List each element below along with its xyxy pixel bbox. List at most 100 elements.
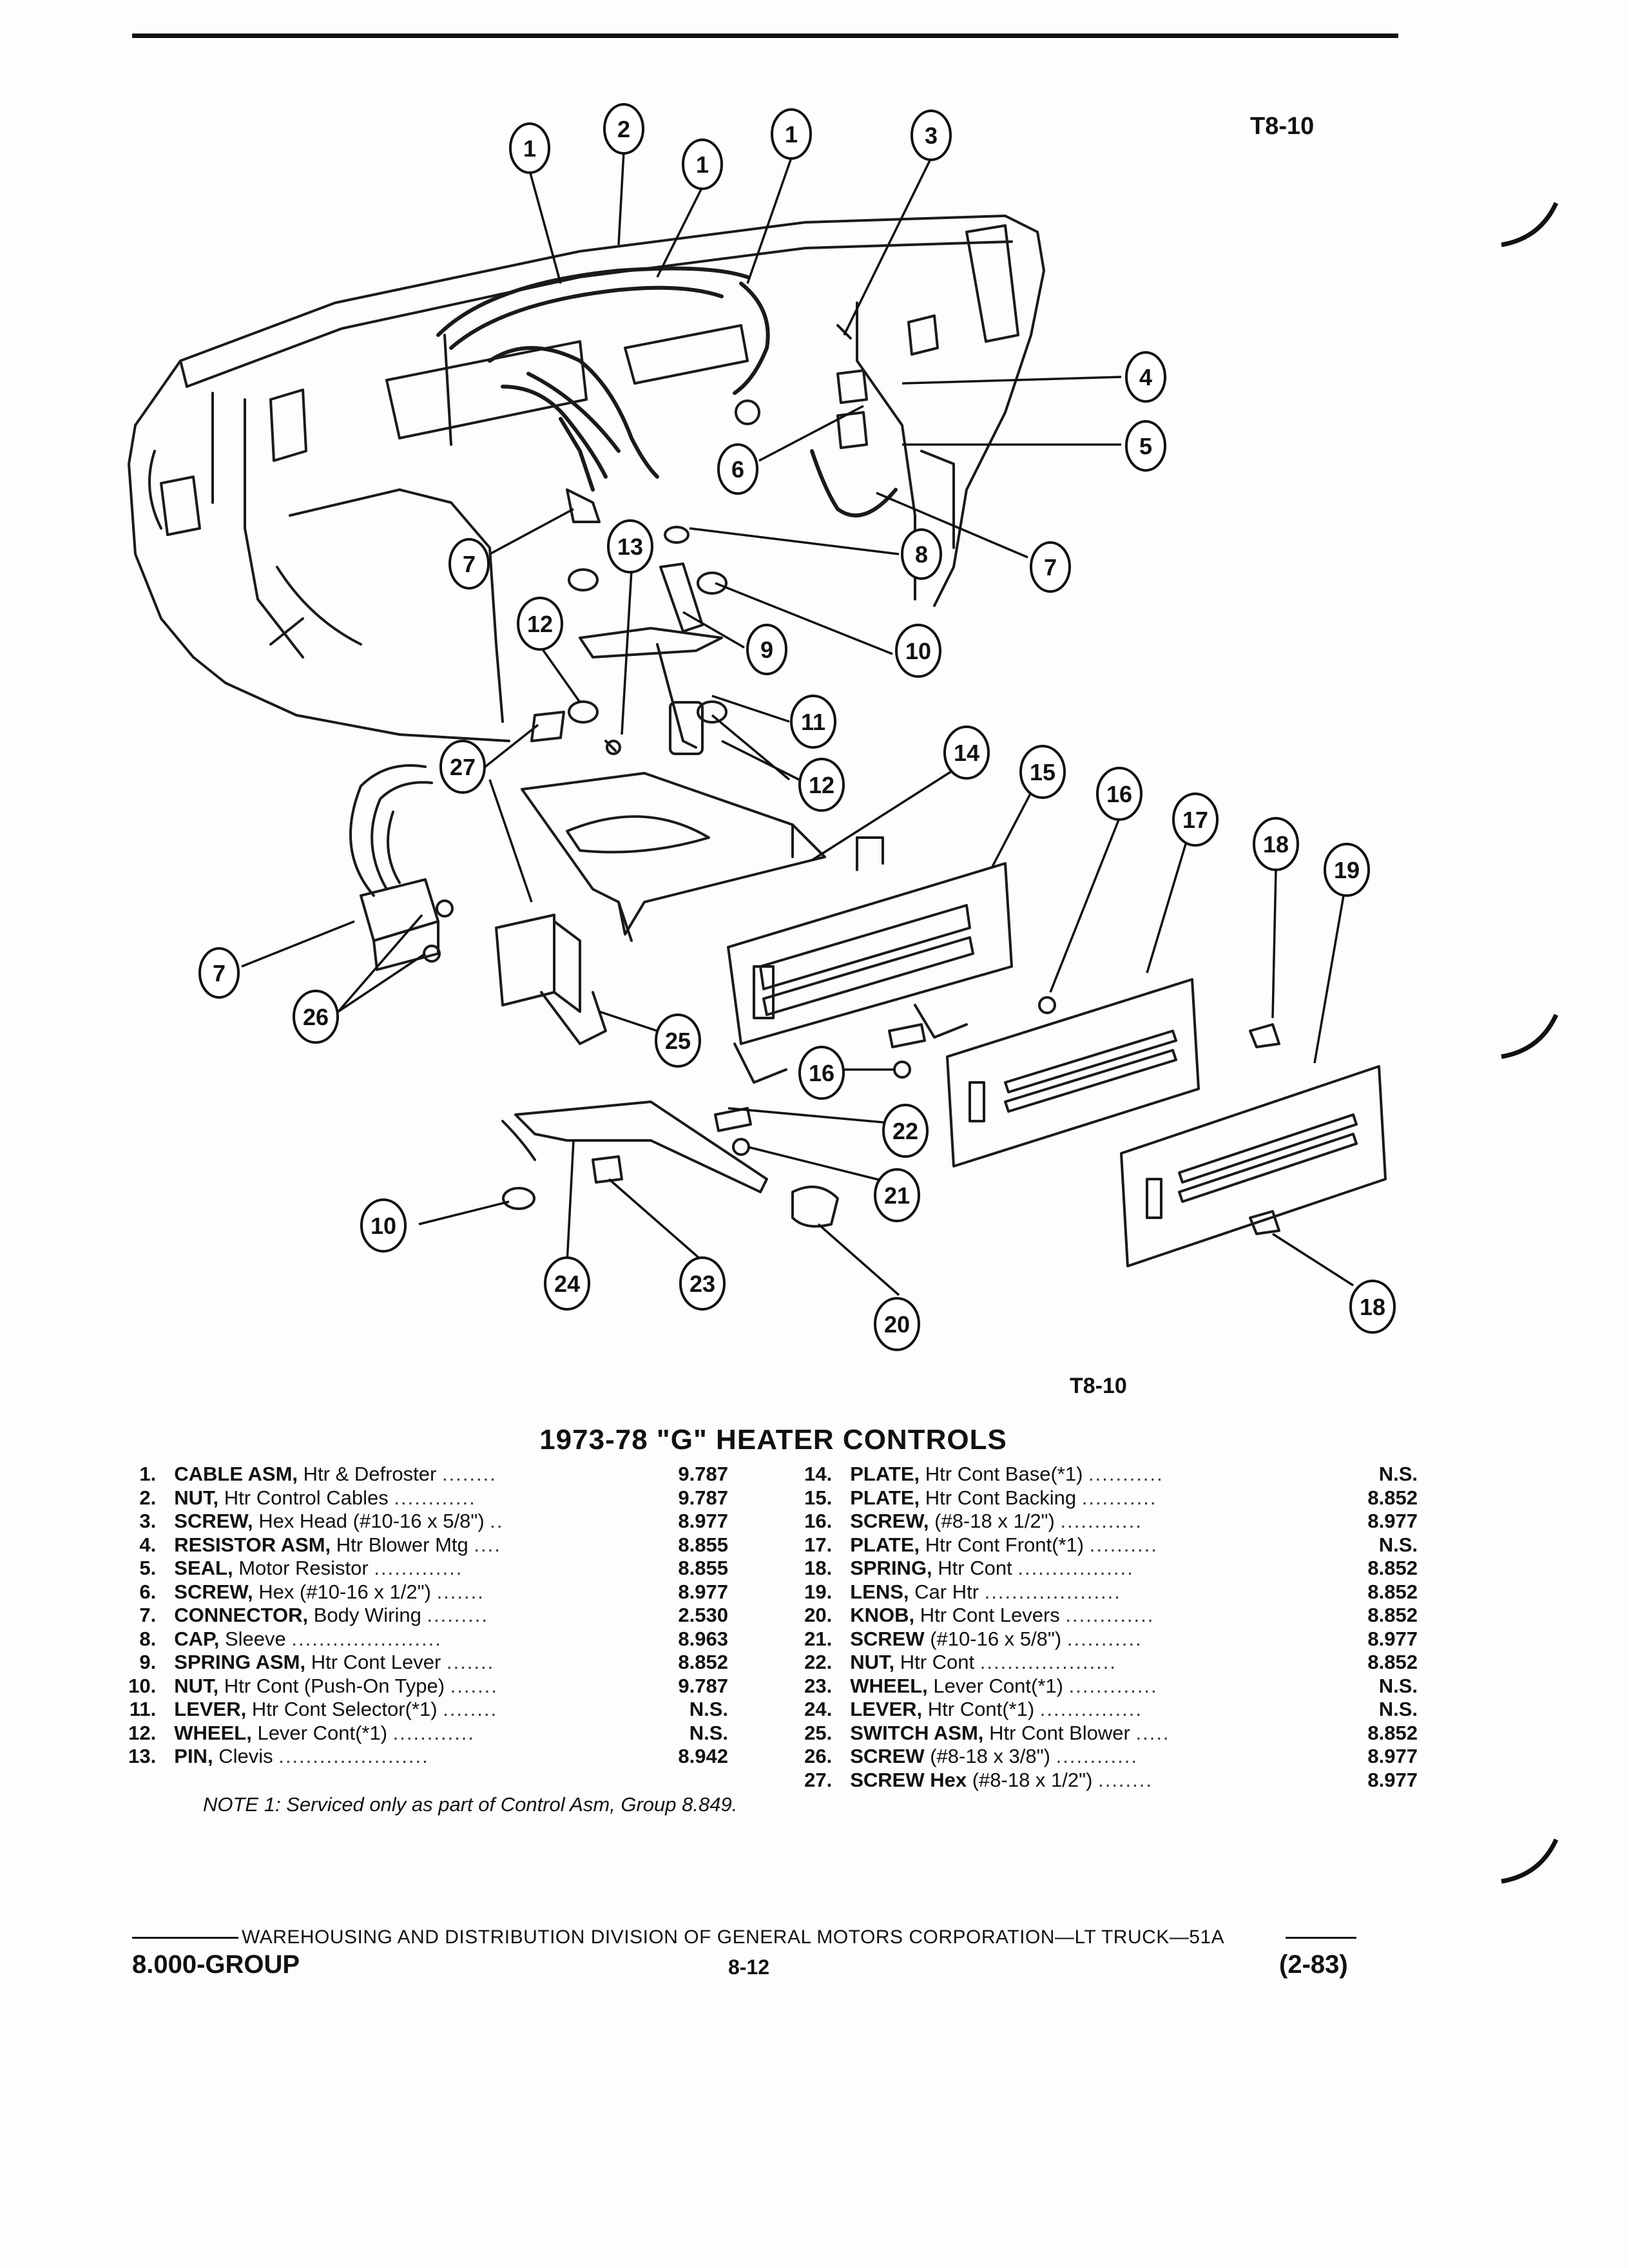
callout: 16 xyxy=(1096,767,1142,821)
group-code: 9.787 xyxy=(678,1463,728,1485)
callout: 15 xyxy=(1019,745,1066,799)
svg-text:1: 1 xyxy=(523,135,536,162)
leader-dots: ........... xyxy=(1066,1627,1142,1650)
figure-ref-top: T8-10 xyxy=(1250,113,1315,140)
callout: 4 xyxy=(1125,351,1166,403)
parts-row: 25.SWITCH ASM, Htr Cont Blower .....8.85… xyxy=(773,1722,1418,1745)
figure-ref-bottom: T8-10 xyxy=(1070,1374,1127,1398)
part-description-cell: NUT, Htr Cont (Push-On Type) ....... xyxy=(174,1675,650,1698)
part-number: 27. xyxy=(804,1768,833,1791)
part-name: NUT, xyxy=(174,1486,219,1509)
backing-plate xyxy=(727,836,1013,1084)
group-code: N.S. xyxy=(1378,1698,1418,1720)
svg-text:13: 13 xyxy=(617,533,643,560)
svg-text:12: 12 xyxy=(527,611,553,637)
callout-bubbles: 1 2 1 1 3 4 5 6 7 13 8 7 12 9 10 11 27 1… xyxy=(198,103,1396,1351)
part-description-cell: LEVER, Htr Cont(*1) ............... xyxy=(850,1698,1348,1722)
part-description-cell: NUT, Htr Cont .................... xyxy=(850,1651,1348,1675)
part-number: 7. xyxy=(139,1604,157,1626)
callout: 22 xyxy=(882,1104,929,1158)
leader-dots: ........ xyxy=(1098,1768,1153,1791)
group-code: 8.942 xyxy=(678,1745,728,1767)
callout: 1 xyxy=(509,122,550,174)
leader-dots: ............. xyxy=(1065,1604,1155,1626)
part-description: (#8-18 x 3/8") xyxy=(930,1745,1050,1767)
part-description-cell: PLATE, Htr Cont Backing ........... xyxy=(850,1486,1348,1510)
footer-rule-right xyxy=(1286,1937,1356,1939)
part-name: SEAL, xyxy=(174,1557,233,1579)
group-code: 8.852 xyxy=(1367,1721,1418,1744)
part-number: 5. xyxy=(139,1557,157,1579)
part-number: 4. xyxy=(139,1533,157,1556)
parts-row: 1.CABLE ASM, Htr & Defroster ........9.7… xyxy=(110,1463,728,1486)
part-name: PIN, xyxy=(174,1745,213,1767)
leader-dots: ....... xyxy=(450,1674,498,1697)
parts-row: 24.LEVER, Htr Cont(*1) ...............N.… xyxy=(773,1698,1418,1722)
callout: 21 xyxy=(874,1168,920,1222)
part-number: 13. xyxy=(128,1745,157,1767)
part-description-cell: KNOB, Htr Cont Levers ............. xyxy=(850,1604,1348,1628)
callout: 7 xyxy=(1030,541,1071,593)
part-number: 11. xyxy=(129,1698,157,1720)
part-description-cell: SCREW, Hex Head (#10-16 x 5/8") .. xyxy=(174,1510,650,1533)
callout: 5 xyxy=(1125,420,1166,472)
part-description: Htr Cont Base(*1) xyxy=(925,1463,1083,1485)
group-code: 8.977 xyxy=(678,1580,728,1603)
leader-dots: ............ xyxy=(1055,1745,1138,1767)
parts-row: 13.PIN, Clevis ......................8.9… xyxy=(110,1745,728,1769)
part-description-cell: CABLE ASM, Htr & Defroster ........ xyxy=(174,1463,650,1486)
part-name: PLATE, xyxy=(850,1533,920,1556)
svg-text:14: 14 xyxy=(954,740,979,766)
callout: 17 xyxy=(1172,793,1219,847)
part-name: NUT, xyxy=(850,1651,895,1673)
part-name: RESISTOR ASM, xyxy=(174,1533,331,1556)
callout: 19 xyxy=(1324,843,1370,897)
leader-dots: ............ xyxy=(1060,1510,1142,1532)
group-code: 8.852 xyxy=(1367,1486,1418,1509)
callout: 23 xyxy=(679,1256,726,1311)
svg-text:12: 12 xyxy=(809,772,834,798)
part-name: NUT, xyxy=(174,1674,219,1697)
instrument-panel xyxy=(128,215,1045,742)
parts-row: 4.RESISTOR ASM, Htr Blower Mtg ....8.855 xyxy=(110,1533,728,1557)
svg-text:5: 5 xyxy=(1139,433,1152,459)
part-name: SCREW xyxy=(850,1745,925,1767)
parts-list-right: 14.PLATE, Htr Cont Base(*1) ...........N… xyxy=(773,1463,1418,1792)
svg-text:26: 26 xyxy=(303,1004,329,1030)
part-number: 19. xyxy=(804,1580,833,1603)
binding-mark xyxy=(1501,1014,1559,1059)
parts-list-left-body: 1.CABLE ASM, Htr & Defroster ........9.7… xyxy=(110,1463,728,1769)
part-name: SWITCH ASM, xyxy=(850,1721,984,1744)
binding-mark xyxy=(1501,202,1559,247)
parts-row: 26.SCREW (#8-18 x 3/8") ............8.97… xyxy=(773,1745,1418,1769)
leader-dots: ........ xyxy=(443,1698,498,1720)
callout: 18 xyxy=(1349,1280,1396,1334)
leader-dots: ...................... xyxy=(291,1627,442,1650)
svg-text:18: 18 xyxy=(1263,831,1289,858)
parts-row: 9.SPRING ASM, Htr Cont Lever .......8.85… xyxy=(110,1651,728,1675)
leader-dots: ............ xyxy=(392,1721,476,1744)
part-number: 20. xyxy=(804,1604,833,1626)
part-number: 14. xyxy=(804,1463,833,1485)
part-description-cell: SCREW, (#8-18 x 1/2") ............ xyxy=(850,1510,1348,1533)
part-number: 17. xyxy=(804,1533,833,1556)
svg-text:24: 24 xyxy=(554,1271,580,1297)
parts-row: 20.KNOB, Htr Cont Levers .............8.… xyxy=(773,1604,1418,1628)
parts-row: 3.SCREW, Hex Head (#10-16 x 5/8") ..8.97… xyxy=(110,1510,728,1533)
leader-dots: ...................... xyxy=(278,1745,429,1767)
exploded-diagram: 1 2 1 1 3 4 5 6 7 13 8 7 12 9 10 11 27 1… xyxy=(128,103,1396,1351)
leader-dots: ........ xyxy=(441,1463,497,1485)
part-number: 15. xyxy=(804,1486,833,1509)
svg-text:11: 11 xyxy=(801,709,825,735)
page-title: 1973-78 "G" HEATER CONTROLS xyxy=(539,1424,1007,1456)
part-description: Htr Cont Levers xyxy=(920,1604,1060,1626)
svg-text:17: 17 xyxy=(1182,807,1208,833)
leader-lines xyxy=(241,151,1354,1296)
svg-text:7: 7 xyxy=(1044,554,1057,581)
parts-row: 18.SPRING, Htr Cont .................8.8… xyxy=(773,1557,1418,1581)
part-description: Car Htr xyxy=(914,1580,979,1603)
leader-dots: ..... xyxy=(1135,1721,1170,1744)
part-description-cell: SCREW (#8-18 x 3/8") ............ xyxy=(850,1745,1348,1769)
group-code: 2.530 xyxy=(678,1604,728,1626)
